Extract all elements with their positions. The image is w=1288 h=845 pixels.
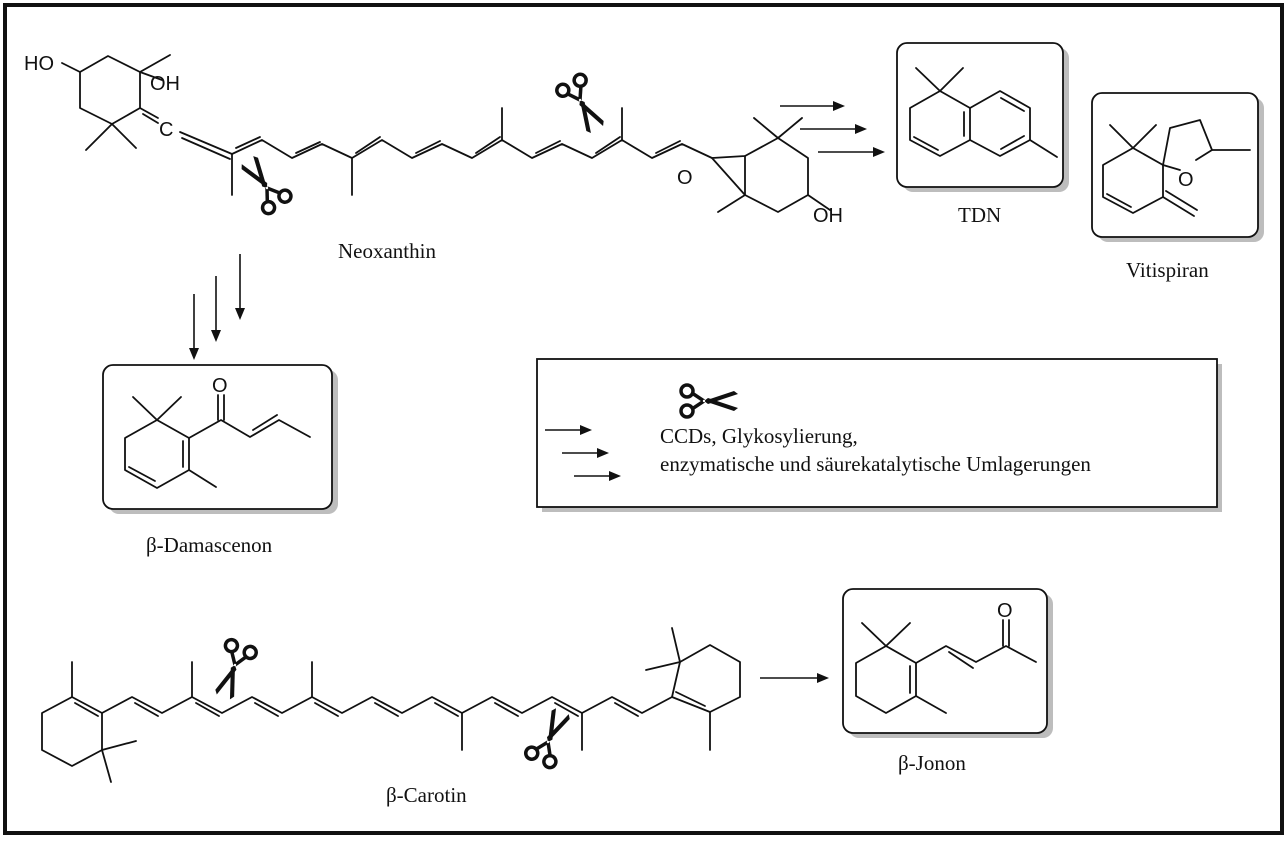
scissors-icon (206, 636, 260, 705)
label-tdn: TDN (958, 203, 1001, 227)
neoxanthin-structure: HO OH C O OH (24, 53, 843, 227)
scissors-icon (522, 702, 579, 772)
atom-o-ketone: O (212, 375, 228, 397)
multi-step-arrow-icon (780, 101, 885, 157)
atom-o-thf: O (1178, 169, 1194, 191)
label-jonon: β-Jonon (898, 751, 966, 775)
figure-frame (3, 3, 1284, 835)
vitispiran-box: O (1091, 92, 1264, 242)
atom-o-ketone: O (997, 600, 1013, 622)
multi-step-arrow-icon (545, 425, 621, 481)
atom-oh-1: OH (150, 73, 180, 95)
label-vitispiran: Vitispiran (1126, 258, 1209, 282)
label-neoxanthin: Neoxanthin (338, 239, 436, 263)
legend-line-1: CCDs, Glykosylierung, (660, 424, 858, 448)
single-step-arrow-icon (760, 673, 829, 683)
carotin-structure (41, 627, 741, 783)
atom-c-allene: C (159, 119, 173, 141)
label-damascenon: β-Damascenon (146, 533, 273, 557)
scissors-icon (552, 70, 613, 140)
scissors-icon (232, 149, 296, 218)
damascenon-box: O (102, 364, 338, 514)
atom-ho: HO (24, 53, 54, 75)
atom-o-epoxide: O (677, 167, 693, 189)
legend-line-2: enzymatische und säurekatalytische Umlag… (660, 452, 1091, 476)
atom-oh-2: OH (813, 205, 843, 227)
label-carotin: β-Carotin (386, 783, 467, 807)
multi-step-arrow-icon (189, 254, 245, 360)
tdn-box (896, 42, 1069, 192)
jonon-box: O (842, 588, 1053, 738)
legend-box: CCDs, Glykosylierung, enzymatische und s… (536, 358, 1222, 512)
